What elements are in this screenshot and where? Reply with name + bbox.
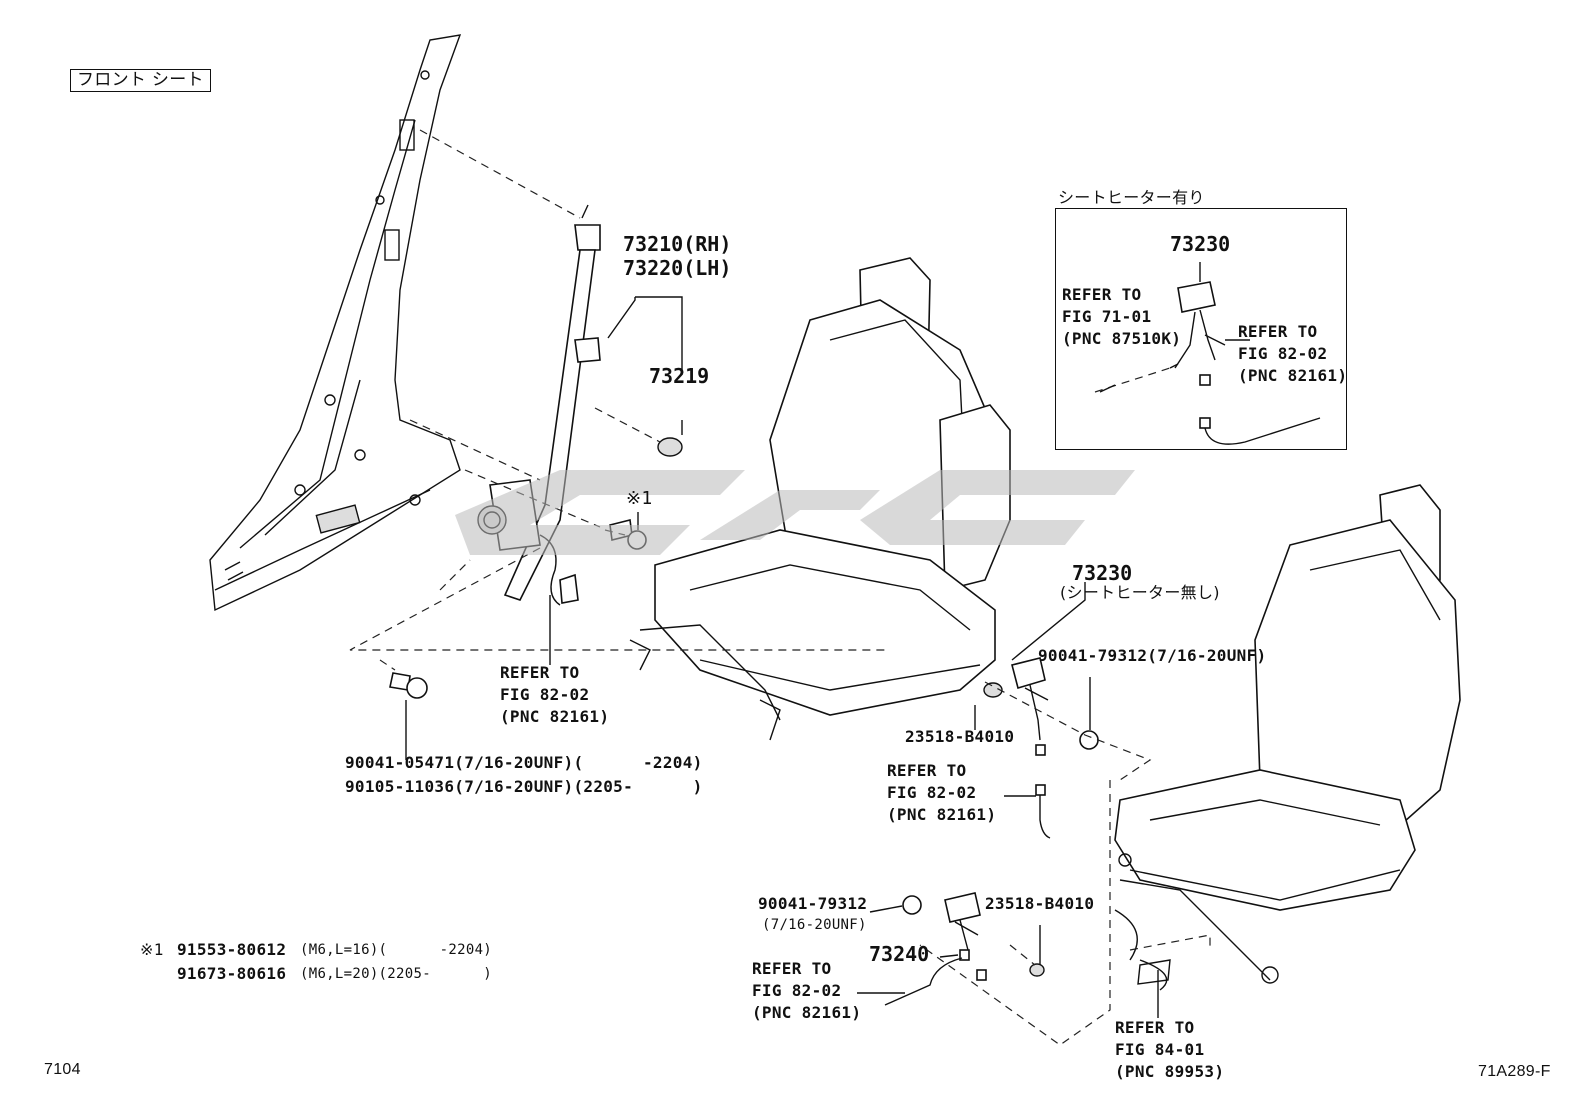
heater-refer-a-line-1: REFER TO <box>1062 285 1142 304</box>
footnote-mark: ※1 <box>140 940 164 959</box>
heater-refer-a-line-2[interactable]: FIG 71-01 <box>1062 307 1152 326</box>
buckle-rh-refer-line-3: (PNC 82161) <box>887 805 997 824</box>
belt-part-number-rh[interactable]: 73210(RH) <box>623 232 732 256</box>
buckle-washer-part-number[interactable]: 23518-B4010 <box>905 727 1015 746</box>
footnote-part-2[interactable]: 91673-80616 <box>177 964 287 983</box>
heater-refer-b-line-3: (PNC 82161) <box>1238 366 1348 385</box>
buckle-rh-refer-line-2[interactable]: FIG 82-02 <box>887 783 977 802</box>
heater-buckle-part-number[interactable]: 73230 <box>1170 232 1231 256</box>
buckle-lh-refer-line-3: (PNC 82161) <box>752 1003 862 1022</box>
anchor-cover-part-number[interactable]: 73219 <box>649 364 710 388</box>
lh-washer-part-number[interactable]: 23518-B4010 <box>985 894 1095 913</box>
heater-box-title: シートヒーター有り <box>1058 188 1205 207</box>
leader-lines <box>405 262 1250 1018</box>
heater-option-box <box>1055 208 1347 450</box>
buckle-part-number-rh[interactable]: 73230 <box>1072 561 1133 585</box>
buckle-nut-part-number[interactable]: 90041-79312(7/16-20UNF) <box>1038 646 1267 665</box>
heater-refer-b-line-1: REFER TO <box>1238 322 1318 341</box>
section-label: フロント シート <box>70 69 211 92</box>
seat-refer-line-3: (PNC 89953) <box>1115 1062 1225 1081</box>
belt-refer-line-1: REFER TO <box>500 663 580 682</box>
belt-part-number-lh[interactable]: 73220(LH) <box>623 256 732 280</box>
lower-bolt-part-1[interactable]: 90041-05471(7/16-20UNF)( -2204) <box>345 753 703 772</box>
heater-refer-b-line-2[interactable]: FIG 82-02 <box>1238 344 1328 363</box>
figure-code: 71A289-F <box>1478 1063 1551 1080</box>
lh-nut-thread-spec: (7/16-20UNF) <box>762 917 867 933</box>
buckle-lh-refer-line-2[interactable]: FIG 82-02 <box>752 981 842 1000</box>
footnote-part-1[interactable]: 91553-80612 <box>177 940 287 959</box>
no-heater-note: (シートヒーター無し) <box>1060 583 1220 602</box>
front-seat-rh-illustration <box>629 257 1011 741</box>
buckle-rh-refer-line-1: REFER TO <box>887 761 967 780</box>
b-pillar-illustration <box>209 34 462 612</box>
belt-refer-line-2[interactable]: FIG 82-02 <box>500 685 590 704</box>
seat-refer-line-1: REFER TO <box>1115 1018 1195 1037</box>
watermark <box>455 470 1135 555</box>
lower-bolt-part-2[interactable]: 90105-11036(7/16-20UNF)(2205- ) <box>345 777 703 796</box>
front-seat-lh-illustration <box>1114 484 1461 991</box>
buckle-part-number-lh[interactable]: 73240 <box>869 942 930 966</box>
page-number: 7104 <box>44 1061 81 1078</box>
lh-nut-part-number[interactable]: 90041-79312 <box>758 894 868 913</box>
buckle-lh-refer-line-1: REFER TO <box>752 959 832 978</box>
footnote-spec-2: (M6,L=20)(2205- ) <box>300 966 493 982</box>
heater-refer-a-line-3: (PNC 87510K) <box>1062 329 1182 348</box>
note-mark: ※1 <box>626 488 653 509</box>
belt-refer-line-3: (PNC 82161) <box>500 707 610 726</box>
buckle-illustrations <box>884 657 1171 1006</box>
footnote-spec-1: (M6,L=16)( -2204) <box>300 942 493 958</box>
heater-buckle-illustration <box>1094 281 1321 445</box>
seat-refer-line-2[interactable]: FIG 84-01 <box>1115 1040 1205 1059</box>
